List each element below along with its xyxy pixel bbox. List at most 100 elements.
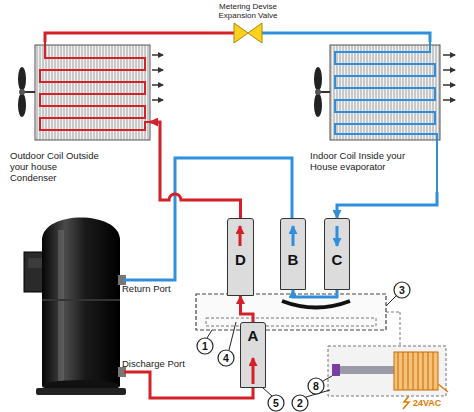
leader-line xyxy=(229,322,236,350)
indoor-coil: Indoor Coil Inside your House evaporator xyxy=(310,42,445,192)
airflow-arrow xyxy=(443,55,455,100)
compressor xyxy=(58,230,64,382)
compressor xyxy=(42,238,120,386)
node-label: C xyxy=(325,251,349,268)
discharge-line xyxy=(124,372,253,398)
flow-arrow xyxy=(240,226,337,384)
solenoid xyxy=(332,366,394,374)
node-label: Metering Devise Expansion Valve xyxy=(208,2,288,20)
port-label: Return Port xyxy=(122,283,171,294)
flow-arrow xyxy=(336,226,339,246)
valve-port: D xyxy=(227,218,254,296)
expansion-valve: Metering Devise Expansion Valve xyxy=(208,0,288,44)
compressor xyxy=(42,218,120,241)
airflow-arrow xyxy=(443,69,455,71)
callout-circle xyxy=(197,282,410,411)
refrigerant-line xyxy=(288,33,430,42)
leader-line xyxy=(386,296,396,306)
solenoid xyxy=(438,384,448,392)
valve-body xyxy=(248,23,262,43)
suction-line xyxy=(124,158,292,280)
valve-port: B xyxy=(280,218,306,290)
airflow-arrow xyxy=(443,54,455,56)
solenoid xyxy=(394,352,438,390)
compressor xyxy=(24,218,126,396)
solenoid xyxy=(332,364,340,376)
refrigerant-line xyxy=(337,192,437,218)
solenoid xyxy=(328,346,448,409)
fan xyxy=(19,89,25,95)
solenoid xyxy=(403,396,409,409)
valve-body xyxy=(206,318,376,326)
callout-circle xyxy=(308,378,324,394)
callout-circle xyxy=(394,282,410,298)
refrigerant-line xyxy=(45,33,208,42)
node-label: B xyxy=(281,251,305,268)
solenoid xyxy=(328,346,446,396)
valve-body xyxy=(400,312,401,346)
valve-body xyxy=(196,294,386,330)
airflow-arrow xyxy=(152,69,163,71)
callout-circle xyxy=(268,395,284,411)
voltage-label: 24VAC xyxy=(413,398,441,409)
leader-line xyxy=(263,388,272,396)
leader-line xyxy=(323,376,332,381)
callout-number: 3 xyxy=(394,283,410,297)
valve-port: A xyxy=(240,322,266,388)
port-label: Discharge Port xyxy=(122,358,185,369)
airflow-arrow xyxy=(152,54,163,56)
airflow-arrow xyxy=(443,84,455,86)
fan xyxy=(18,93,26,117)
node-label: Outdoor Coil Outside your house Condense… xyxy=(10,150,106,183)
valve-body xyxy=(234,23,248,43)
valve-body xyxy=(196,294,400,346)
pipe-stub xyxy=(262,32,288,35)
condenser-coil xyxy=(35,42,150,140)
pipe-stub xyxy=(208,32,234,35)
fan xyxy=(314,67,330,117)
callout-number: 2 xyxy=(292,396,308,410)
callout-circle xyxy=(197,338,213,354)
condenser-coil xyxy=(35,45,150,140)
discharge-line xyxy=(124,372,253,398)
compressor xyxy=(42,299,120,301)
fan xyxy=(314,93,322,117)
refrigerant-line xyxy=(241,296,254,322)
flow-arrow xyxy=(239,226,242,246)
solenoid xyxy=(398,352,433,390)
callout-circle xyxy=(218,350,234,366)
valve-body xyxy=(282,301,350,308)
airflow-arrow xyxy=(152,55,163,100)
suction-line xyxy=(124,158,292,280)
valve-symbol xyxy=(208,22,288,44)
callout-number: 8 xyxy=(308,379,324,393)
fan xyxy=(314,67,322,91)
fan xyxy=(18,67,26,91)
airflow-arrow xyxy=(443,99,455,101)
callout-number: 1 xyxy=(197,339,213,353)
valve-body xyxy=(386,312,400,313)
flow-arrow xyxy=(292,226,295,246)
flow-arrow xyxy=(252,358,255,384)
outdoor-coil: Outdoor Coil Outside your house Condense… xyxy=(8,42,150,192)
refrigerant-line xyxy=(293,290,337,297)
callout-circle xyxy=(292,395,308,411)
compressor xyxy=(28,258,42,268)
airflow-arrow xyxy=(152,84,163,86)
valve-port: C xyxy=(324,218,350,290)
callout-number: 4 xyxy=(218,351,234,365)
fan xyxy=(315,89,321,95)
refrigerant-line xyxy=(150,122,241,218)
airflow-arrow xyxy=(152,99,163,101)
node-label: D xyxy=(228,251,253,268)
node-label: Indoor Coil Inside your House evaporator xyxy=(310,150,406,172)
leader-line xyxy=(207,330,212,338)
fan xyxy=(18,67,35,117)
evaporator-coil xyxy=(330,45,440,140)
